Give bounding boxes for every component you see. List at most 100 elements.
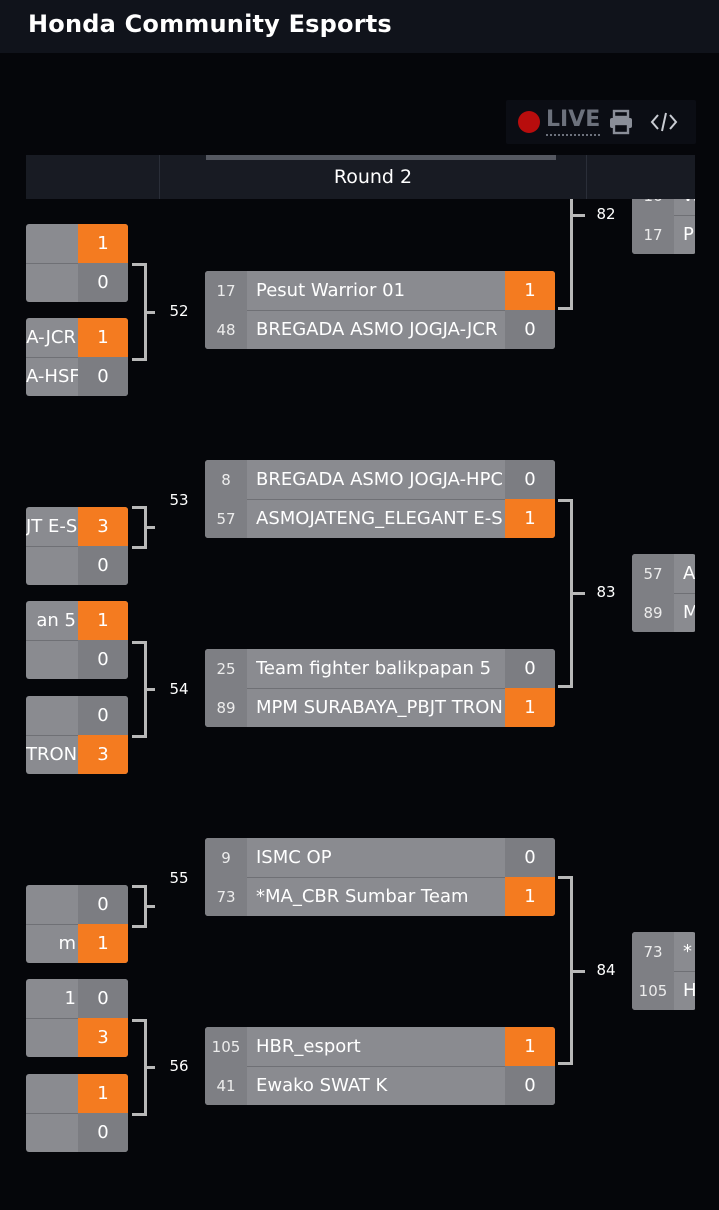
team-name: * [683,941,692,962]
team-score: 1 [505,499,555,538]
previous-card-edge [206,155,556,160]
team-name: Team fighter balikpapan 5 [256,658,492,679]
team-row[interactable]: 0 [26,885,128,925]
team-seed: 105 [632,971,674,1010]
team-row[interactable]: 73 *MA_CBR Sumbar Team 1 [205,877,555,916]
team-name [26,1018,78,1057]
team-name [26,640,78,679]
match-number: 83 [596,583,616,601]
team-row[interactable]: 0 [26,640,128,679]
team-name: *MA_CBR Sumbar Team [256,886,469,907]
bracket-connector [144,506,147,549]
team-name [26,1074,78,1113]
bracket-connector [573,214,585,217]
team-row[interactable]: 0 [26,1113,128,1152]
team-seed: 73 [205,877,247,916]
team-score: 0 [505,649,555,688]
team-score: 3 [78,1018,128,1057]
team-name [26,224,78,263]
team-name: an 5 [36,610,76,631]
bracket-connector [144,263,147,361]
team-name [26,885,78,924]
team-name: 1 [64,988,76,1009]
bracket-connector [132,885,146,888]
bracket-connector [558,876,573,879]
team-row[interactable]: 1 [26,1074,128,1114]
embed-code-icon[interactable] [650,109,678,135]
team-score: 1 [78,924,128,963]
team-name [26,263,78,302]
team-score: 0 [78,979,128,1018]
team-seed: 73 [632,932,674,971]
bracket-connector [570,499,573,688]
team-seed: 41 [205,1066,247,1105]
match-number: 54 [169,680,189,698]
team-score: 1 [505,271,555,310]
team-name: A-HSF [26,366,78,387]
print-icon[interactable] [608,109,634,135]
bracket-connector [144,885,147,928]
team-score: 0 [78,357,128,396]
team-name: MPM SURABAYA_PBJT TRON [256,697,502,718]
team-seed: 9 [205,838,247,877]
team-score: 1 [505,877,555,916]
bracket-connector [144,641,147,738]
bracket-connector [132,1019,146,1022]
bracket-connector [147,688,155,691]
team-row[interactable]: 0 [26,696,128,736]
team-score: 1 [78,224,128,263]
bracket-toolbar: LIVE [506,100,696,144]
top-bar: Honda Community Esports [0,0,719,53]
team-name: TRON [26,744,78,765]
team-row[interactable]: 0 [26,546,128,585]
team-row[interactable]: 1 [26,224,128,264]
team-row[interactable]: 0 [26,263,128,302]
team-name: HBR_esport [256,1036,361,1057]
bracket-connector [147,311,155,314]
team-seed: 89 [632,593,674,632]
bracket-connector [558,307,573,310]
bracket-connector [573,592,585,595]
team-score: 3 [78,507,128,546]
team-row[interactable]: 3 [26,1018,128,1057]
live-button[interactable]: LIVE [518,108,601,136]
team-name: BREGADA ASMO JOGJA-HPC [256,469,502,490]
team-row[interactable]: 73 * [632,932,695,972]
